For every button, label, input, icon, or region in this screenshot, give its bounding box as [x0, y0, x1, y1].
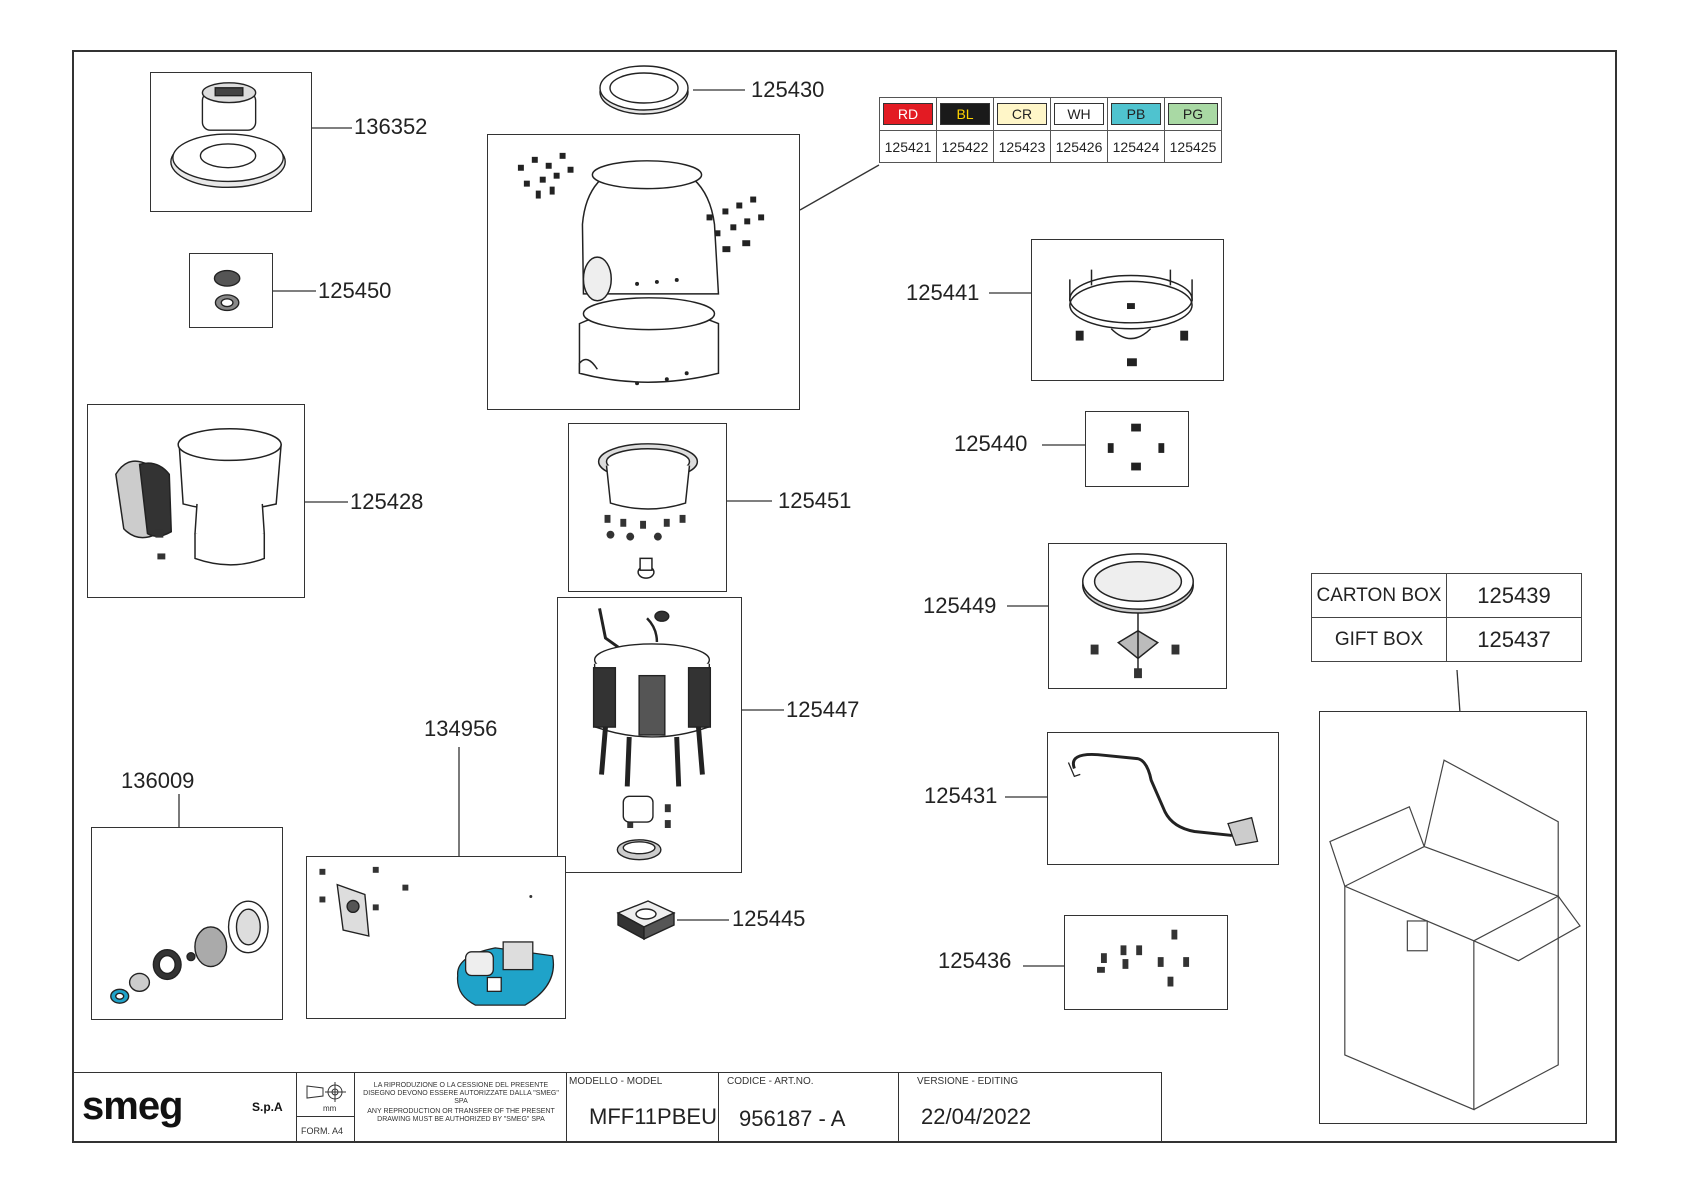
color-code: 125425 — [1164, 130, 1222, 163]
part-number-125440: 125440 — [954, 431, 1028, 456]
support-ring-illustration — [1069, 269, 1193, 367]
version-label: VERSIONE - EDITING — [917, 1076, 1019, 1087]
part-box-136009 — [91, 827, 283, 1020]
logo-cell: smeg S.p.A — [72, 1072, 297, 1143]
code-cell: CODICE - ART.NO. 956187 - A — [719, 1072, 899, 1143]
model-cell: MODELLO - MODEL MFF11PBEU — [567, 1072, 719, 1143]
ring-illustration — [599, 65, 689, 115]
version-cell: VERSIONE - EDITING 22/04/2022 — [899, 1072, 1162, 1143]
housing-illustration — [517, 152, 765, 386]
unit-label: mm — [323, 1104, 337, 1113]
base-plate-illustration — [1082, 553, 1194, 679]
motor-assembly-illustration — [592, 608, 712, 861]
part-number-125441: 125441 — [906, 280, 980, 305]
legal-notice-it: LA RIPRODUZIONE O LA CESSIONE DEL PRESEN… — [363, 1082, 559, 1105]
color-code: 125426 — [1050, 130, 1108, 163]
smeg-logo: smeg — [82, 1084, 183, 1128]
format-label: FORM. A4 — [301, 1126, 344, 1136]
title-block: smeg S.p.A mm FORM. A4 LA RIPRODUZIONE O… — [72, 1072, 1162, 1143]
code-value: 956187 - A — [739, 1106, 846, 1131]
color-variant-table: RD BL CR WH PB PG 125421 125422 125423 1… — [879, 97, 1222, 163]
part-box-housing — [487, 134, 800, 410]
legal-cell: LA RIPRODUZIONE O LA CESSIONE DEL PRESEN… — [355, 1072, 567, 1143]
model-label: MODELLO - MODEL — [569, 1076, 663, 1087]
drawing-frame — [72, 50, 1617, 1143]
part-box-125436 — [1064, 915, 1228, 1010]
power-cord-illustration — [1067, 752, 1259, 847]
part-box-136352 — [150, 72, 312, 212]
part-number-125447: 125447 — [786, 697, 860, 722]
title-block-border — [72, 1072, 1162, 1143]
model-value: MFF11PBEU — [589, 1104, 717, 1129]
jug-illustration — [115, 428, 282, 566]
part-number-134956: 134956 — [424, 716, 498, 741]
part-box-125447 — [557, 597, 742, 873]
part-box-125450 — [189, 253, 273, 328]
open-box-illustration — [1329, 759, 1581, 1111]
format-cell: mm FORM. A4 — [297, 1072, 355, 1143]
part-number-136009: 136009 — [121, 768, 195, 793]
carton-box-code: 125439 — [1446, 573, 1582, 618]
feet-illustration — [1107, 423, 1165, 471]
color-swatch-bl: BL — [940, 103, 990, 125]
pcb-illustration — [319, 866, 555, 1006]
part-number-125436: 125436 — [938, 948, 1012, 973]
part-number-125451: 125451 — [778, 488, 852, 513]
lid-illustration — [170, 82, 286, 189]
coupling-illustration — [110, 900, 269, 1004]
gift-box-label: GIFT BOX — [1311, 617, 1447, 662]
color-swatch-rd: RD — [883, 103, 933, 125]
code-label: CODICE - ART.NO. — [727, 1076, 814, 1087]
part-box-125451 — [568, 423, 727, 592]
part-box-125449 — [1048, 543, 1227, 689]
part-number-125450: 125450 — [318, 278, 392, 303]
color-code: 125422 — [936, 130, 994, 163]
color-swatch-pg: PG — [1168, 103, 1218, 125]
screws-illustration — [1097, 929, 1190, 987]
projection-symbol-icon — [306, 1082, 346, 1102]
inner-ring-illustration — [597, 443, 699, 579]
part-number-125430: 125430 — [751, 77, 825, 102]
part-box-125440 — [1085, 411, 1189, 487]
color-swatch-cr: CR — [997, 103, 1047, 125]
part-number-125428: 125428 — [350, 489, 424, 514]
part-number-125449: 125449 — [923, 593, 997, 618]
part-number-136352: 136352 — [354, 114, 428, 139]
format-divider — [297, 1116, 354, 1117]
color-code: 125423 — [993, 130, 1051, 163]
fan-illustration — [616, 900, 676, 941]
version-value: 22/04/2022 — [921, 1104, 1032, 1129]
color-code: 125424 — [1107, 130, 1165, 163]
part-box-125431 — [1047, 732, 1279, 865]
color-swatch-pb: PB — [1111, 103, 1161, 125]
part-box-134956 — [306, 856, 566, 1019]
color-code: 125421 — [879, 130, 937, 163]
carton-box-drawing — [1319, 711, 1587, 1124]
part-box-125441 — [1031, 239, 1224, 381]
carton-box-label: CARTON BOX — [1311, 573, 1447, 618]
part-number-125431: 125431 — [924, 783, 998, 808]
part-box-125428 — [87, 404, 305, 598]
gift-box-code: 125437 — [1446, 617, 1582, 662]
knob-illustration — [213, 269, 241, 312]
part-number-125445: 125445 — [732, 906, 806, 931]
smeg-logo-sub: S.p.A — [252, 1100, 283, 1114]
color-swatch-wh: WH — [1054, 103, 1104, 125]
packaging-table: CARTON BOX 125439 GIFT BOX 125437 — [1311, 573, 1582, 662]
legal-notice-en: ANY REPRODUCTION OR TRANSFER OF THE PRES… — [367, 1108, 555, 1123]
